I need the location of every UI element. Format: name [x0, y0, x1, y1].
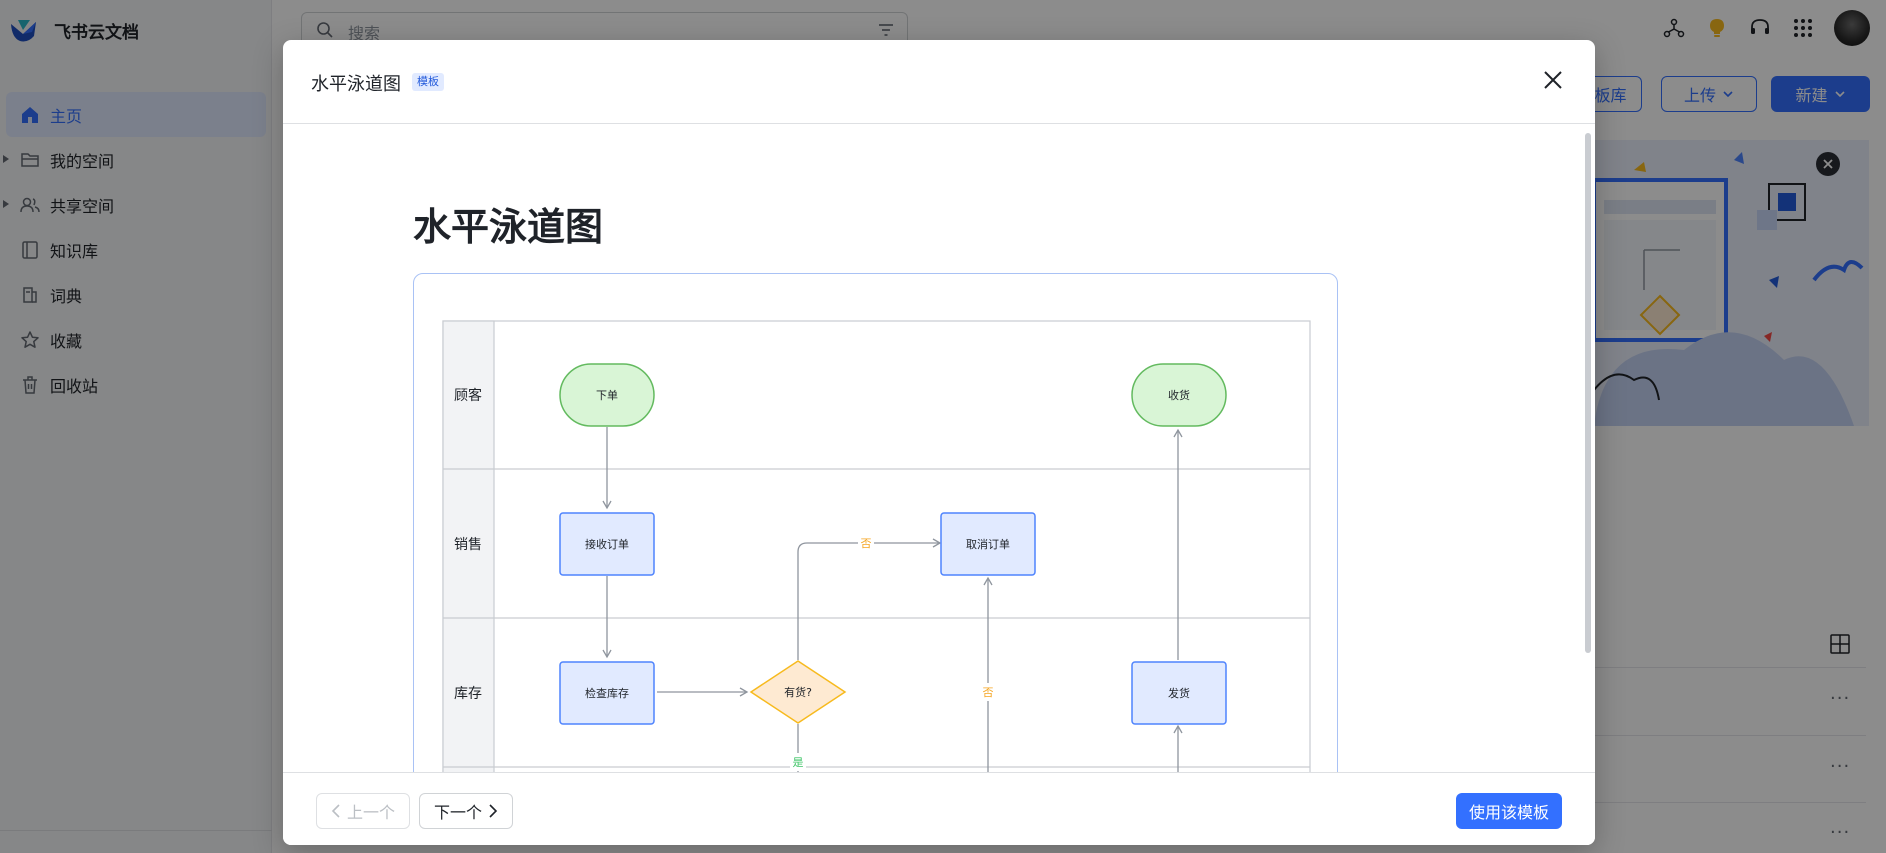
modal-footer: 上一个 下一个 使用该模板 [283, 772, 1595, 845]
sidebar-item-favorites[interactable]: 收藏 [0, 317, 272, 362]
node-order-label: 下单 [596, 389, 618, 402]
sidebar-nav: 主页 我的空间 共享空间 知识库 词典 收藏 回收站 [0, 92, 272, 407]
list-divider [1594, 802, 1866, 803]
sidebar-item-shared-space[interactable]: 共享空间 [0, 182, 272, 227]
edge-label-no: 否 [983, 686, 994, 699]
search-icon [317, 22, 333, 38]
headset-icon[interactable] [1749, 17, 1771, 39]
close-icon [1823, 159, 1833, 169]
expand-caret-icon[interactable] [3, 155, 9, 163]
modal-title: 水平泳道图 [311, 74, 401, 95]
previous-label: 上一个 [346, 803, 395, 822]
node-ship-label: 发货 [1168, 686, 1190, 700]
node-check-stock-label: 检查库存 [585, 686, 629, 700]
edge-label-yes: 是 [793, 756, 804, 769]
node-accept-order-label: 接收订单 [585, 537, 629, 551]
node-cancel-order [940, 512, 1036, 576]
brand[interactable]: 飞书云文档 [8, 14, 139, 46]
lane-label-customer: 顾客 [454, 387, 482, 404]
sidebar-item-dictionary[interactable]: 词典 [0, 272, 272, 317]
next-button[interactable]: 下一个 [419, 793, 513, 829]
network-icon[interactable] [1663, 17, 1685, 39]
sidebar-item-trash[interactable]: 回收站 [0, 362, 272, 407]
sidebar-item-label: 知识库 [50, 241, 99, 261]
chevron-down-icon [1834, 91, 1845, 98]
node-receive-label: 收货 [1168, 388, 1190, 402]
app-grid-icon[interactable] [1792, 17, 1814, 39]
lane-header-column [442, 320, 495, 772]
search-placeholder: 搜索 [348, 24, 381, 43]
modal-header: 水平泳道图 模板 [283, 40, 1595, 124]
swimlane-diagram: 顾客 销售 库存 否 否 是 [442, 320, 1311, 772]
node-order [559, 363, 655, 427]
template-library-label: 板库 [1594, 86, 1627, 105]
lightbulb-icon[interactable] [1706, 17, 1728, 39]
book-icon [22, 241, 38, 259]
sidebar-item-wiki[interactable]: 知识库 [0, 227, 272, 272]
sidebar-divider [0, 830, 272, 831]
chevron-left-icon [331, 804, 340, 818]
dictionary-icon [23, 287, 37, 303]
next-label: 下一个 [433, 803, 482, 822]
template-preview-modal: 水平泳道图 模板 水平泳道图 顾客 销售 库存 [283, 40, 1595, 845]
list-divider [1594, 667, 1866, 668]
sidebar-item-label: 主页 [50, 106, 83, 126]
edge-label-no: 否 [861, 537, 872, 550]
trash-icon [23, 376, 37, 394]
home-icon [22, 107, 38, 123]
promo-banner[interactable] [1594, 140, 1869, 426]
feishu-docs-logo-icon [11, 20, 36, 42]
banner-close-button[interactable] [1816, 152, 1840, 176]
filter-icon[interactable] [877, 21, 895, 39]
lane-label-sales: 销售 [454, 537, 482, 553]
template-preview: 顾客 销售 库存 否 否 是 [413, 273, 1338, 772]
upload-label: 上传 [1683, 86, 1716, 105]
more-options-button[interactable]: ··· [1830, 822, 1851, 843]
node-in-stock-decision [749, 660, 847, 724]
avatar[interactable] [1834, 10, 1870, 46]
sidebar-item-my-space[interactable]: 我的空间 [0, 137, 272, 182]
node-in-stock-label: 有货? [784, 685, 812, 699]
new-label: 新建 [1795, 86, 1828, 105]
chevron-down-icon [1723, 91, 1733, 98]
sidebar-item-label: 我的空间 [50, 151, 115, 171]
more-options-button[interactable]: ··· [1830, 756, 1851, 777]
folder-icon [21, 153, 39, 167]
node-receive [1131, 363, 1227, 427]
people-icon [20, 197, 40, 213]
brand-name: 飞书云文档 [54, 22, 139, 43]
sidebar-item-label: 回收站 [50, 376, 99, 396]
star-icon [21, 331, 39, 348]
edge-decision-to-cancel [797, 538, 942, 660]
upload-button[interactable]: 上传 [1661, 76, 1757, 112]
node-cancel-order-label: 取消订单 [966, 537, 1010, 551]
sidebar-item-home[interactable]: 主页 [6, 92, 266, 137]
sidebar-item-label: 共享空间 [50, 196, 115, 216]
sidebar-item-label: 词典 [50, 286, 83, 306]
use-template-button[interactable]: 使用该模板 [1456, 793, 1562, 829]
sidebar-item-label: 收藏 [50, 331, 83, 351]
node-check-stock [559, 661, 655, 725]
list-divider [1594, 735, 1866, 736]
sidebar: 飞书云文档 主页 我的空间 共享空间 知识库 词典 收藏 [0, 0, 272, 853]
more-options-button[interactable]: ··· [1830, 688, 1851, 709]
chevron-right-icon [489, 804, 498, 818]
node-accept-order [559, 512, 655, 576]
template-badge: 模板 [412, 73, 444, 91]
document-title: 水平泳道图 [413, 205, 604, 249]
close-icon[interactable] [1541, 68, 1565, 92]
top-toolbar [1642, 10, 1886, 46]
modal-body: 水平泳道图 顾客 销售 库存 [283, 125, 1595, 772]
previous-button[interactable]: 上一个 [316, 793, 410, 829]
new-button[interactable]: 新建 [1771, 76, 1870, 112]
scrollbar[interactable] [1585, 133, 1591, 653]
lane-label-inventory: 库存 [454, 686, 482, 702]
promo-illustration [1594, 152, 1864, 426]
node-ship [1131, 661, 1227, 725]
use-template-label: 使用该模板 [1468, 803, 1549, 822]
grid-view-icon[interactable] [1830, 634, 1850, 654]
expand-caret-icon[interactable] [3, 200, 9, 208]
